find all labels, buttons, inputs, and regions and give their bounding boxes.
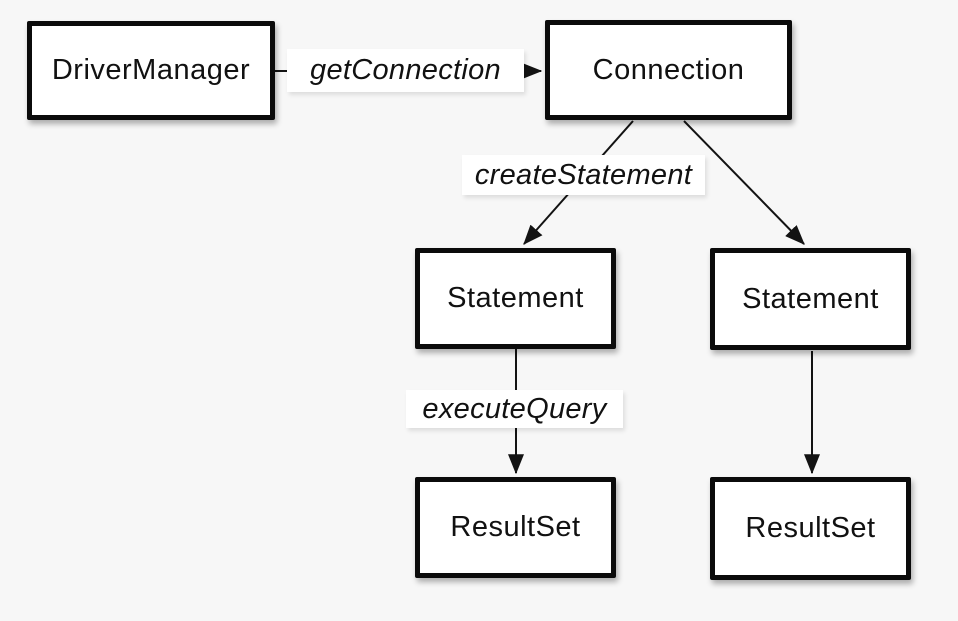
edge-label-createstatement: createStatement <box>462 155 705 195</box>
node-statement-left-label: Statement <box>447 282 584 314</box>
node-resultset-right-label: ResultSet <box>745 512 876 544</box>
node-resultset-left-label: ResultSet <box>450 511 581 543</box>
node-statement-right-label: Statement <box>742 282 879 315</box>
edge-label-executequery: executeQuery <box>406 390 623 428</box>
node-drivermanager-label: DriverManager <box>51 54 251 86</box>
node-connection: Connection <box>545 20 792 120</box>
node-statement-right: Statement <box>710 248 911 350</box>
node-resultset-left: ResultSet <box>415 477 616 578</box>
edge-connection-to-statement-right-line <box>683 120 805 245</box>
edge-label-getconnection: getConnection <box>287 49 524 92</box>
node-connection-label: Connection <box>592 53 745 86</box>
node-statement-left: Statement <box>415 248 616 349</box>
node-drivermanager: DriverManager <box>27 21 275 120</box>
node-resultset-right: ResultSet <box>710 477 911 580</box>
